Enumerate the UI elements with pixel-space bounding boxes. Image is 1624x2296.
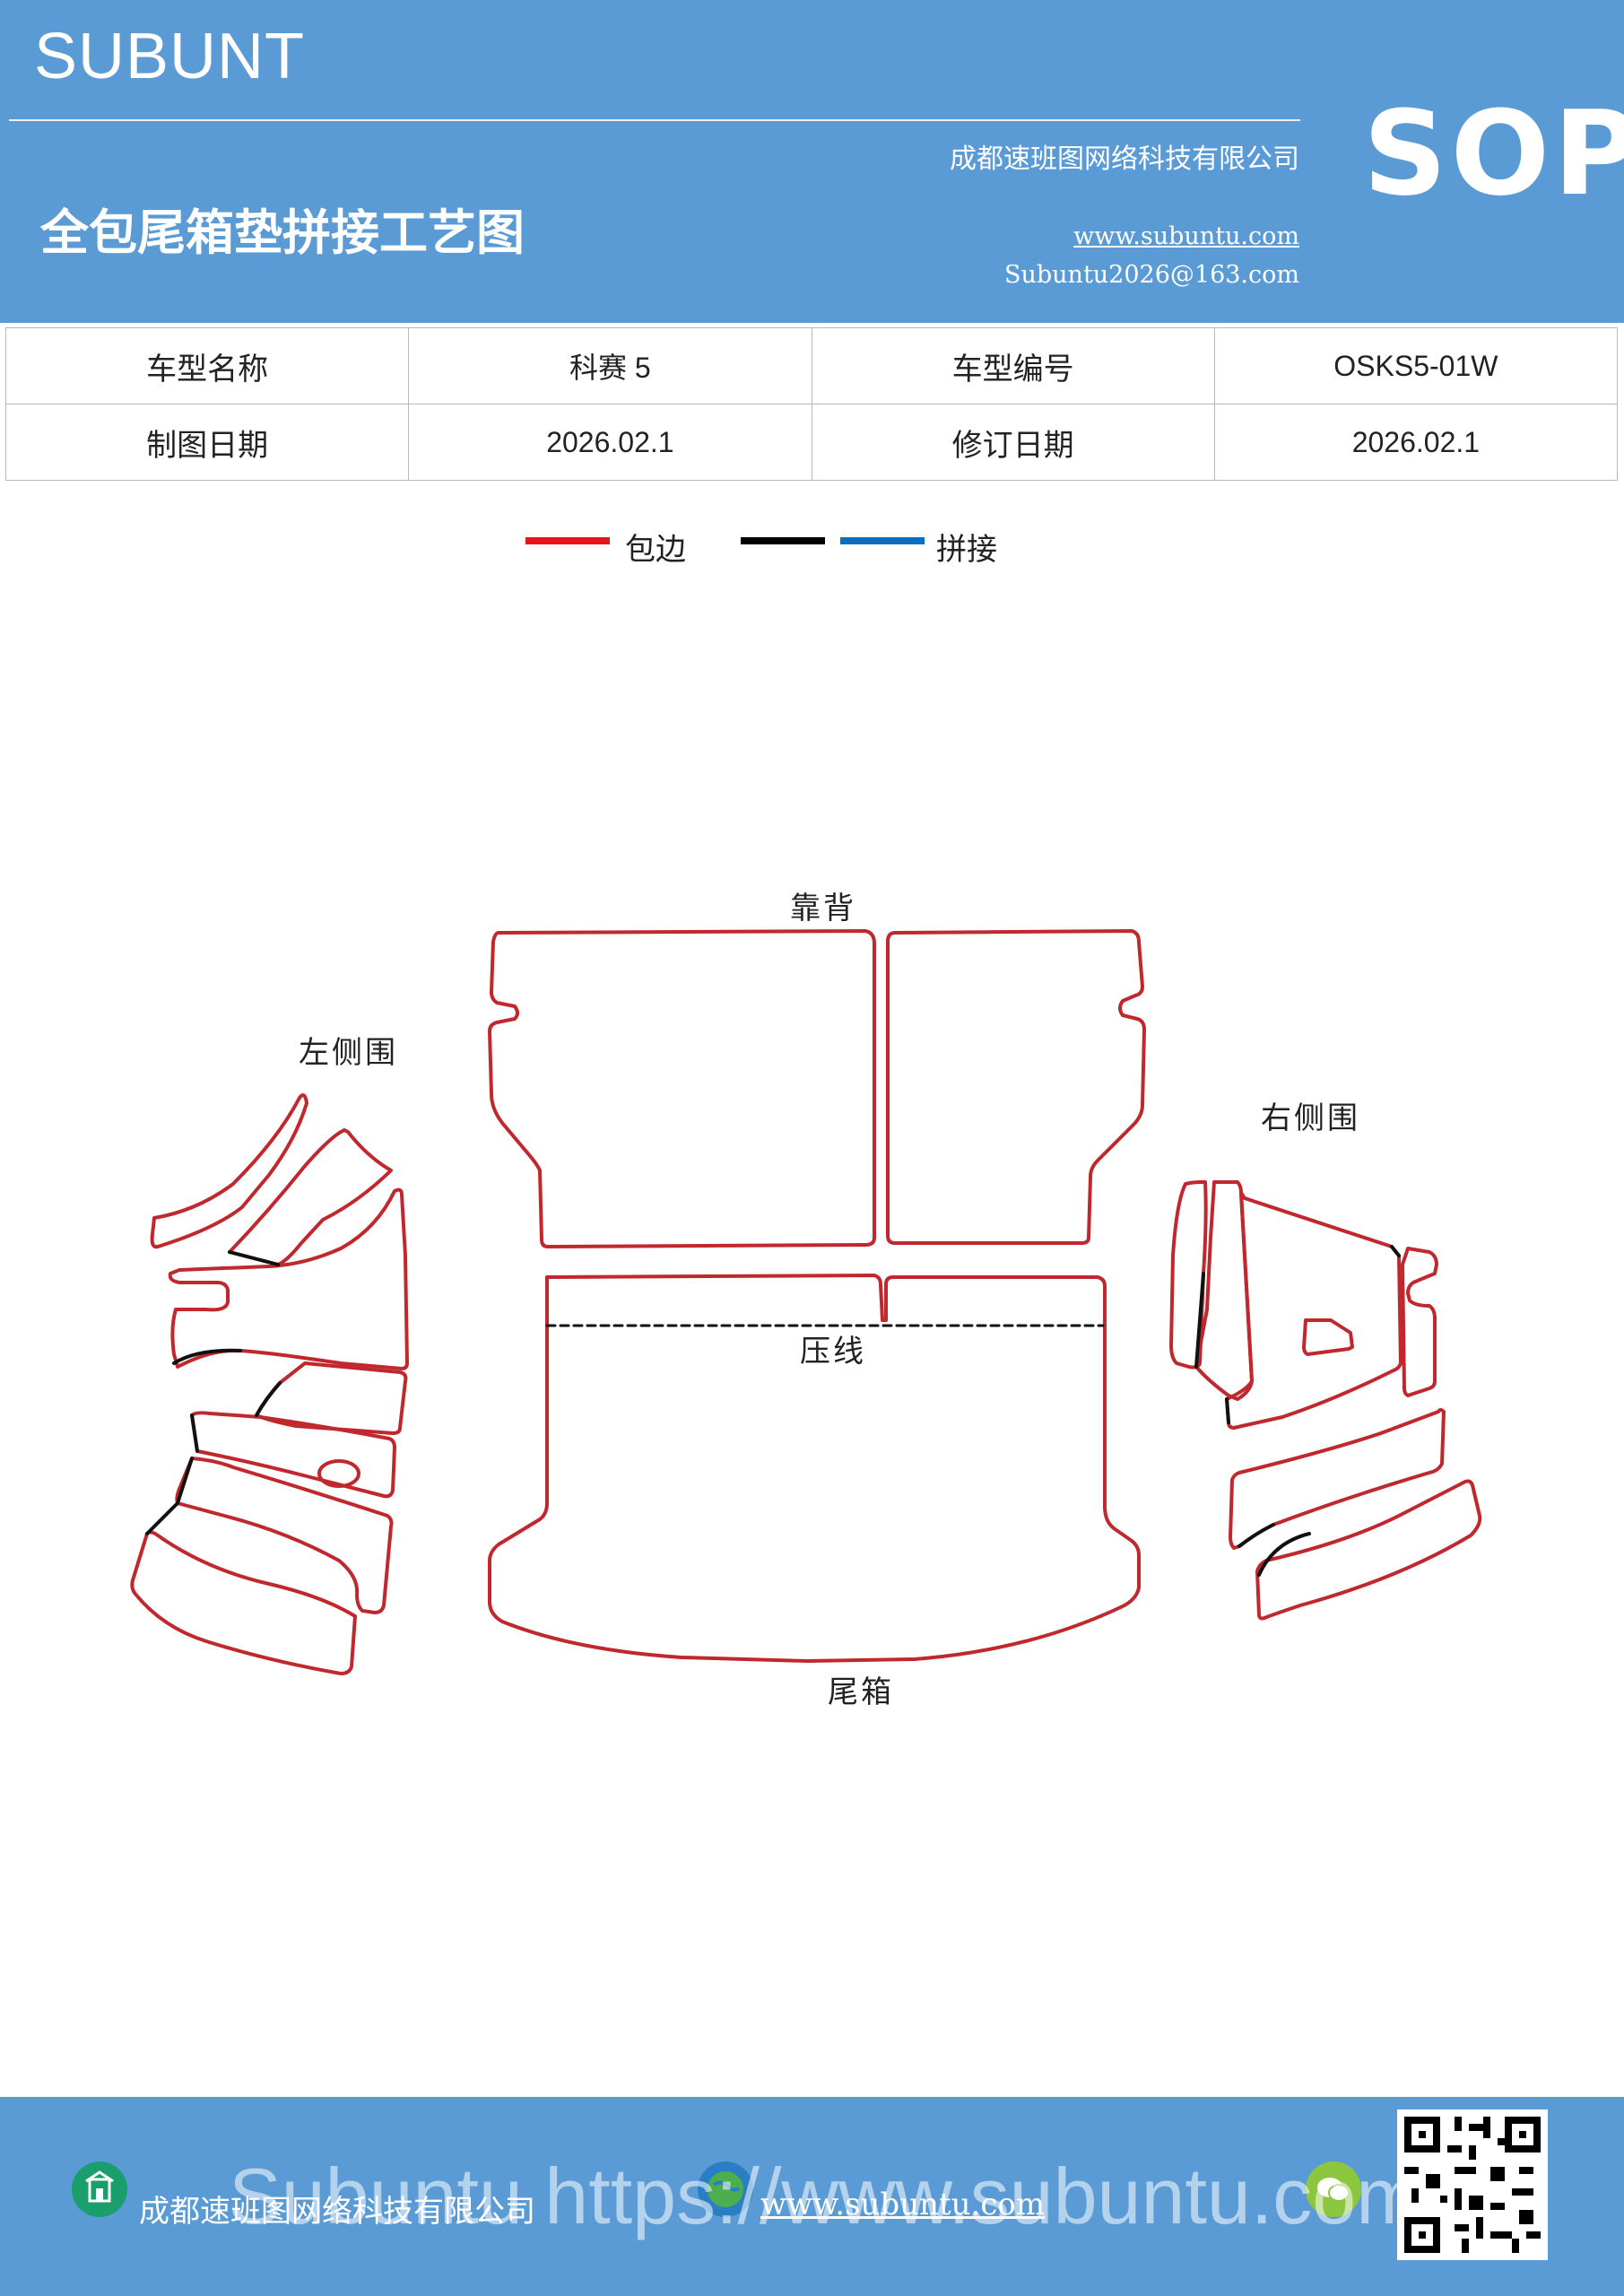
label-right-side: 右侧围 bbox=[1261, 1100, 1360, 1136]
label-model-code: 车型编号 bbox=[811, 327, 1215, 404]
table-row: 车型名称 科赛 5 车型编号 OSKS5-01W bbox=[4, 327, 1619, 404]
legend-swatch-black bbox=[741, 537, 825, 544]
legend-swatch-seam bbox=[840, 537, 925, 544]
trunk-floor-panel bbox=[488, 1274, 1141, 1663]
vehicle-info-table: 车型名称 科赛 5 车型编号 OSKS5-01W 制图日期 2026.02.1 … bbox=[4, 327, 1619, 481]
legend-label-seam: 拼接 bbox=[936, 532, 997, 568]
backrest-right-panel bbox=[886, 929, 1146, 1245]
header-divider bbox=[9, 119, 1300, 121]
website-link[interactable]: www.subuntu.com bbox=[1073, 222, 1299, 250]
label-left-side: 左侧围 bbox=[299, 1035, 398, 1071]
trunk-mat-diagram: 靠背 左侧围 右侧围 压线 尾箱 bbox=[130, 891, 1482, 1710]
right-side-panel bbox=[1169, 1180, 1482, 1621]
footer-banner: 成都速班图网络科技有限公司 www.subuntu.com Subuntu ht… bbox=[0, 2097, 1624, 2296]
wechat-icon bbox=[1306, 2161, 1361, 2217]
email-address: Subuntu2026@163.com bbox=[1004, 261, 1299, 289]
label-model-name: 车型名称 bbox=[4, 327, 410, 404]
sop-mark: SOP bbox=[1363, 85, 1624, 222]
left-side-panel bbox=[130, 1093, 409, 1675]
footer-website-link[interactable]: www.subuntu.com bbox=[760, 2187, 1046, 2222]
label-press-line: 压线 bbox=[800, 1334, 866, 1370]
legend-swatch-edge bbox=[525, 537, 610, 544]
qr-code-image bbox=[1397, 2109, 1548, 2260]
label-revision-date: 修订日期 bbox=[811, 404, 1215, 481]
legend-label-edge: 包边 bbox=[625, 532, 686, 568]
legend: 包边 拼接 bbox=[0, 525, 1624, 578]
value-revision-date: 2026.02.1 bbox=[1213, 404, 1619, 481]
header-banner: SUBUNT 成都速班图网络科技有限公司 全包尾箱垫拼接工艺图 www.subu… bbox=[0, 0, 1624, 323]
value-model-code: OSKS5-01W bbox=[1213, 327, 1619, 404]
document-title: 全包尾箱垫拼接工艺图 bbox=[40, 204, 525, 261]
footer-watermark: Subuntu https://www.subuntu.com bbox=[229, 2152, 1422, 2240]
company-name: 成都速班图网络科技有限公司 bbox=[950, 144, 1299, 175]
building-icon bbox=[72, 2161, 127, 2217]
brand-name: SUBUNT bbox=[34, 21, 306, 92]
label-trunk: 尾箱 bbox=[828, 1674, 894, 1710]
globe-icon bbox=[698, 2161, 753, 2217]
label-backrest: 靠背 bbox=[790, 891, 856, 926]
label-draw-date: 制图日期 bbox=[4, 404, 410, 481]
backrest-left-panel bbox=[488, 929, 876, 1248]
value-model-name: 科赛 5 bbox=[408, 327, 812, 404]
footer-company: 成都速班图网络科技有限公司 bbox=[139, 2194, 535, 2230]
value-draw-date: 2026.02.1 bbox=[408, 404, 812, 481]
table-row: 制图日期 2026.02.1 修订日期 2026.02.1 bbox=[4, 404, 1619, 481]
